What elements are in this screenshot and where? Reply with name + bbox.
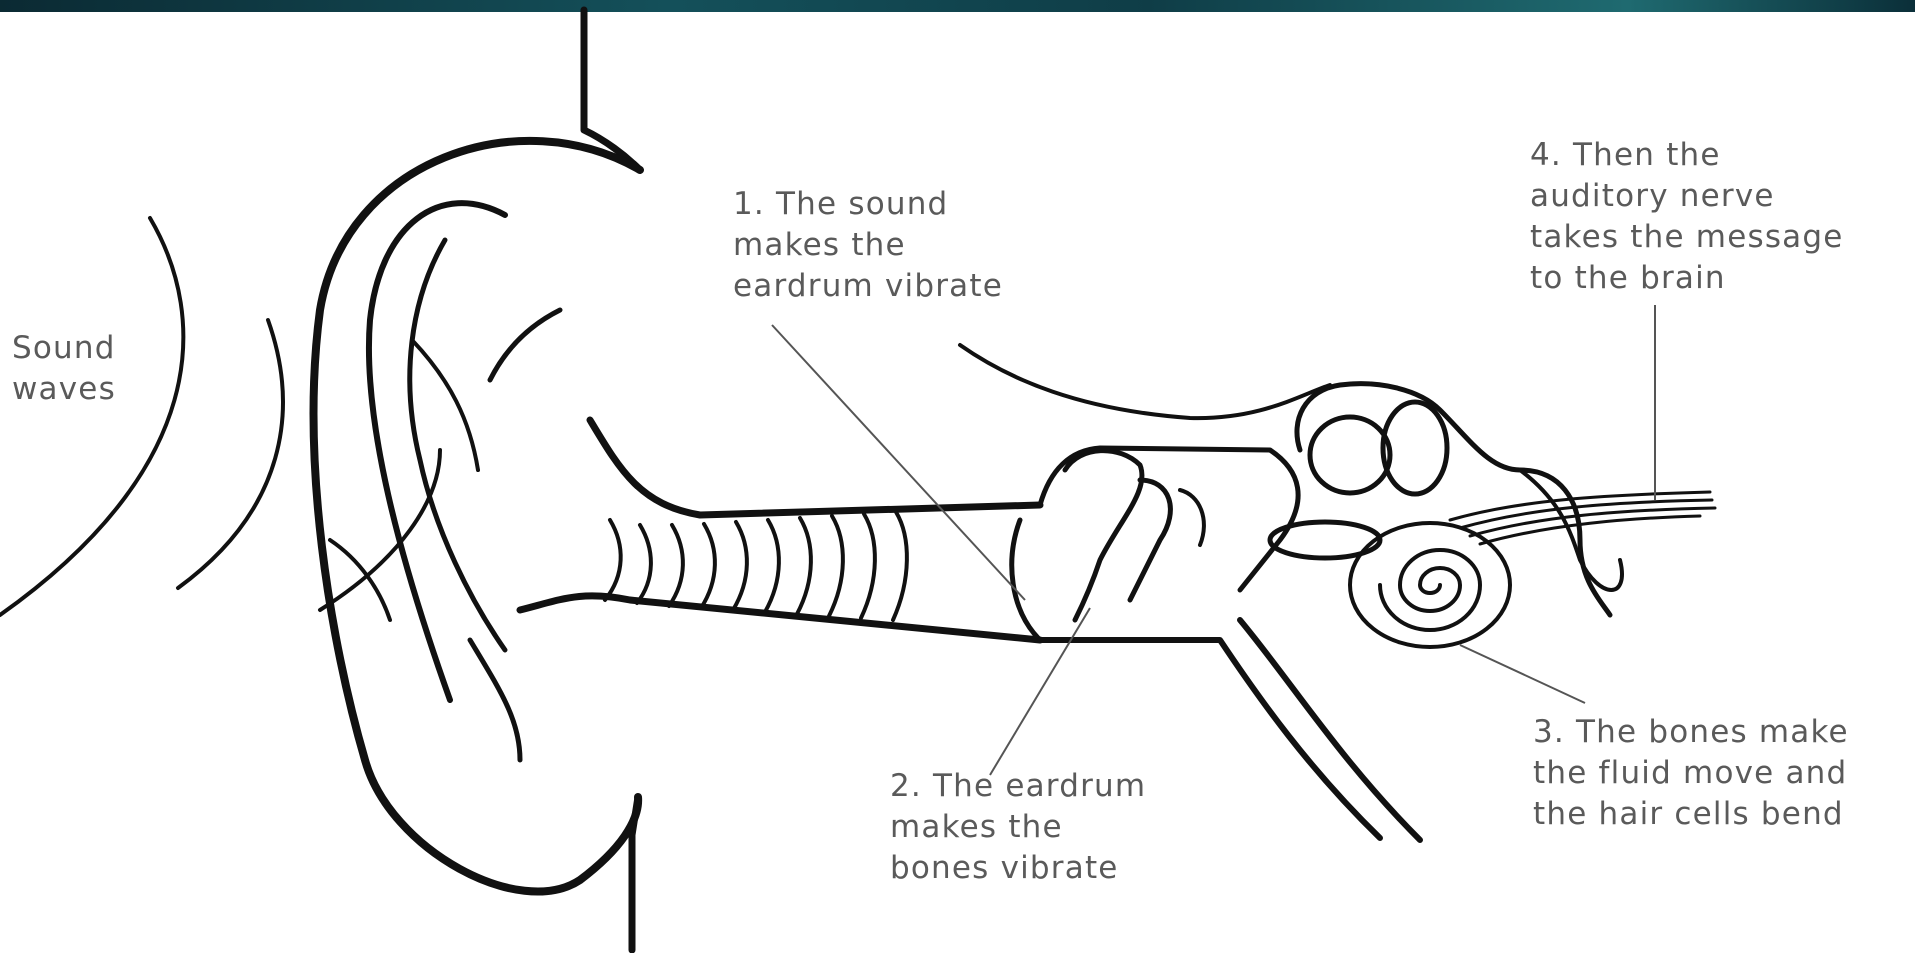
skull-line (960, 345, 1330, 418)
label-sound-waves: Sound waves (12, 328, 116, 410)
label-step-3-line: the fluid move and (1533, 753, 1849, 794)
label-step-1-line: makes the (733, 225, 1003, 266)
label-step-2-line: bones vibrate (890, 848, 1146, 889)
label-step-4-line: takes the message (1530, 217, 1844, 258)
ear-fold-3 (412, 340, 478, 470)
ear-lobe (470, 640, 520, 760)
label-step-4: 4. Then the auditory nerve takes the mes… (1530, 135, 1844, 299)
semicircular-canal-1 (1310, 417, 1390, 493)
label-step-3: 3. The bones make the fluid move and the… (1533, 712, 1849, 835)
sound-wave-2 (178, 320, 283, 588)
label-step-1: 1. The sound makes the eardrum vibrate (733, 184, 1003, 307)
ear-canal-lower (520, 596, 1040, 640)
label-sound-waves-line: Sound (12, 328, 116, 369)
label-step-2-line: makes the (890, 807, 1146, 848)
leader-line-3 (1460, 645, 1585, 703)
label-step-4-line: 4. Then the (1530, 135, 1844, 176)
label-sound-waves-line: waves (12, 369, 116, 410)
ear-fold-2 (490, 310, 560, 380)
label-step-2: 2. The eardrum makes the bones vibrate (890, 766, 1146, 889)
label-step-4-line: auditory nerve (1530, 176, 1844, 217)
semicircular-canal-2 (1383, 402, 1447, 494)
label-step-1-line: 1. The sound (733, 184, 1003, 225)
label-step-4-line: to the brain (1530, 258, 1844, 299)
outer-ear (314, 141, 640, 892)
eardrum (1012, 520, 1040, 640)
sound-wave-1 (0, 218, 183, 615)
label-step-3-line: 3. The bones make (1533, 712, 1849, 753)
stirrup-bone (1180, 490, 1204, 545)
ear-canal-upper (590, 420, 1040, 515)
label-step-2-line: 2. The eardrum (890, 766, 1146, 807)
eustachian-tube-2 (1240, 620, 1420, 840)
ear-fold-1 (410, 240, 505, 650)
label-step-1-line: eardrum vibrate (733, 266, 1003, 307)
outer-ear-rim (369, 203, 505, 700)
leader-line-2 (990, 608, 1090, 775)
auditory-nerve (1450, 492, 1715, 544)
label-step-3-line: the hair cells bend (1533, 794, 1849, 835)
